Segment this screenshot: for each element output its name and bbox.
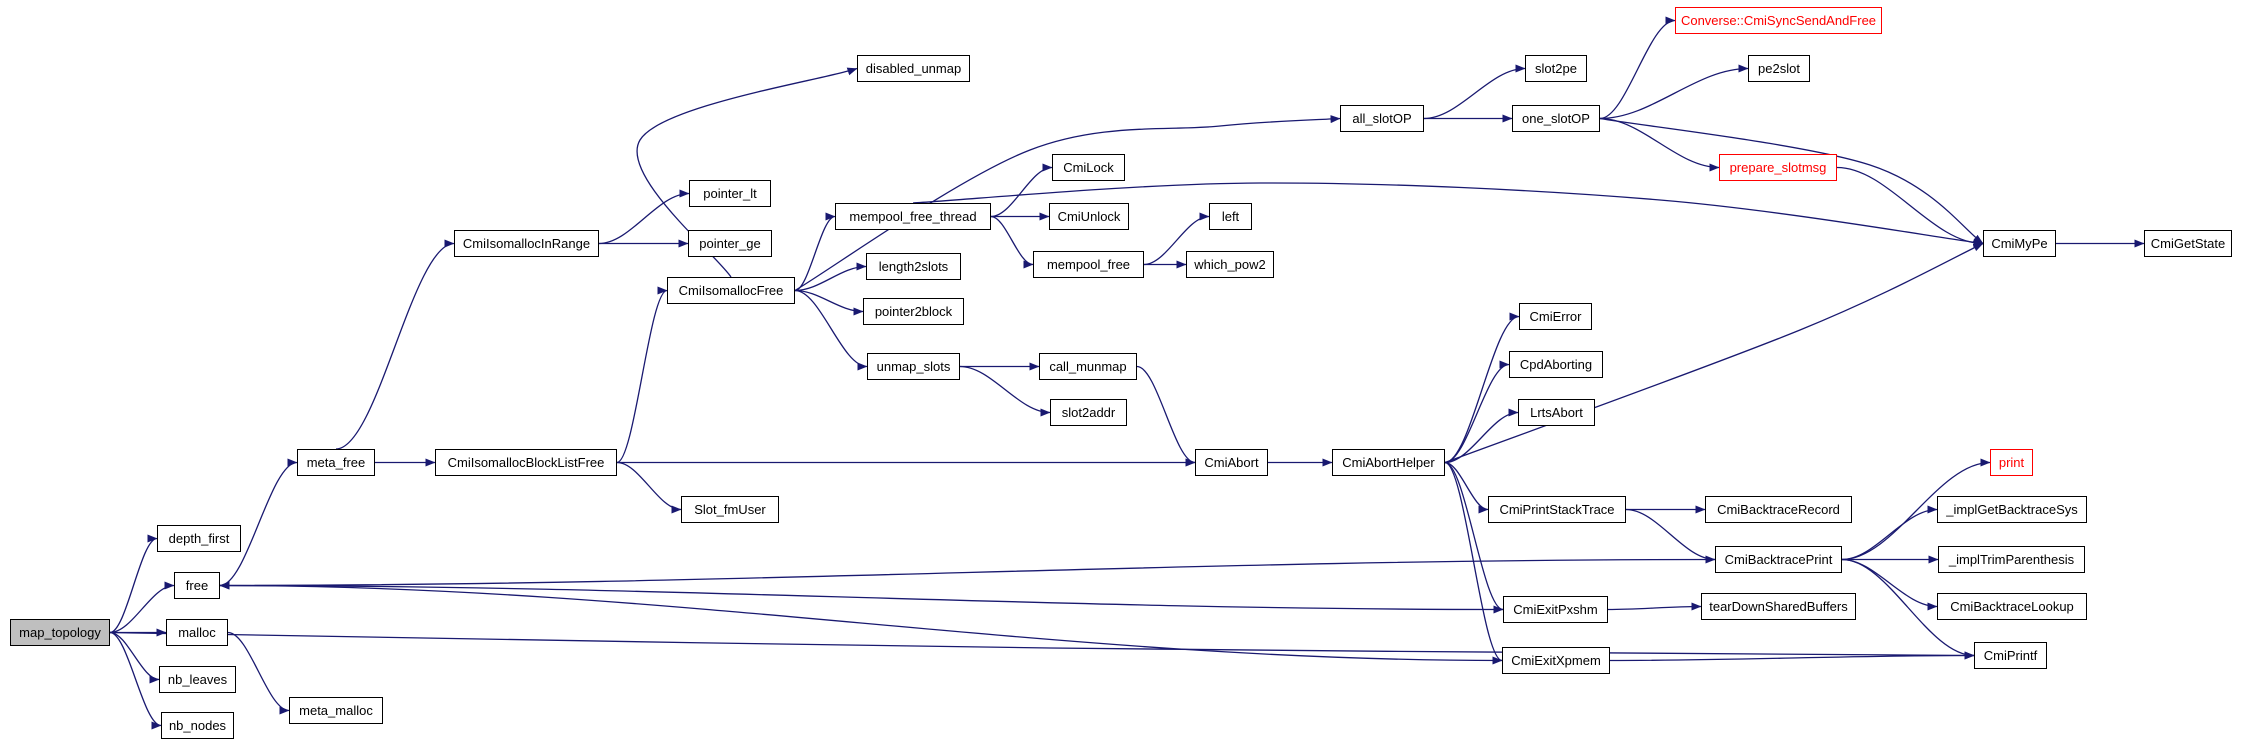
graph-edge-malloc-to-meta_malloc: [227, 631, 290, 715]
graph-node-meta_free[interactable]: meta_free: [297, 449, 375, 476]
graph-node-CmiMyPe[interactable]: CmiMyPe: [1983, 230, 2056, 257]
graph-node-CmiAbort[interactable]: CmiAbort: [1195, 449, 1268, 476]
graph-edge-map_topology-to-free: [109, 581, 175, 634]
graph-edge-one_slotOP-to-CmiSyncSendAndFree: [1599, 16, 1676, 120]
graph-edge-mempool_free_thread-to-CmiMyPe: [912, 182, 1984, 247]
graph-edge-CmiIsomallocFree-to-all_slotOP: [794, 115, 1341, 292]
graph-edge-CmiPrintStackTrace-to-CmiBacktracePrint: [1625, 508, 1716, 564]
graph-edge-mempool_free-to-left: [1143, 212, 1210, 266]
graph-node-length2slots[interactable]: length2slots: [866, 253, 961, 280]
graph-edge-map_topology-to-CmiPrintf: [109, 631, 1975, 660]
graph-node-nb_leaves[interactable]: nb_leaves: [159, 666, 236, 693]
graph-node-CmiBacktracePrint[interactable]: CmiBacktracePrint: [1715, 546, 1842, 573]
graph-edge-CmiAbortHelper-to-CmiError: [1444, 312, 1520, 464]
graph-edge-one_slotOP-to-CmiMyPe: [1599, 117, 1984, 245]
graph-node-depth_first[interactable]: depth_first: [157, 525, 241, 552]
graph-node-mempool_free_thread[interactable]: mempool_free_thread: [835, 203, 991, 230]
graph-edge-CmiAbortHelper-to-CmiExitPxshm: [1444, 461, 1504, 614]
graph-edge-meta_free-to-CmiIsomallocInRange: [335, 239, 455, 450]
graph-edge-CmiIsomallocBlockListFree-to-CmiIsomallocFree: [616, 286, 668, 464]
graph-node-CmiExitXpmem[interactable]: CmiExitXpmem: [1502, 647, 1610, 674]
graph-edge-all_slotOP-to-slot2pe: [1423, 64, 1526, 120]
graph-node-pe2slot[interactable]: pe2slot: [1748, 55, 1810, 82]
graph-node-unmap_slots[interactable]: unmap_slots: [867, 353, 960, 380]
graph-node-CmiIsomallocBlockListFree[interactable]: CmiIsomallocBlockListFree: [435, 449, 617, 476]
graph-node-left[interactable]: left: [1209, 203, 1252, 230]
graph-edge-CmiBacktracePrint-to-_implGetBacktraceSys: [1841, 505, 1938, 561]
graph-node-CmiIsomallocFree[interactable]: CmiIsomallocFree: [667, 277, 795, 304]
graph-node-map_topology[interactable]: map_topology: [10, 619, 110, 646]
graph-node-nb_nodes[interactable]: nb_nodes: [161, 712, 234, 739]
graph-node-call_munmap[interactable]: call_munmap: [1039, 353, 1137, 380]
graph-edge-CmiBacktracePrint-to-CmiBacktraceLookup: [1841, 558, 1938, 611]
graph-node-CmiPrintStackTrace[interactable]: CmiPrintStackTrace: [1488, 496, 1626, 523]
graph-node-CmiAbortHelper[interactable]: CmiAbortHelper: [1332, 449, 1445, 476]
graph-edge-CmiAbortHelper-to-CmiMyPe: [1444, 242, 1984, 464]
graph-edge-CmiIsomallocFree-to-pointer2block: [794, 289, 864, 316]
graph-node-pointer_lt[interactable]: pointer_lt: [689, 180, 771, 207]
graph-node-LrtsAbort[interactable]: LrtsAbort: [1518, 399, 1595, 426]
graph-edge-CmiAbortHelper-to-CpdAborting: [1444, 360, 1510, 464]
graph-node-slot2pe[interactable]: slot2pe: [1525, 55, 1587, 82]
graph-edge-one_slotOP-to-pe2slot: [1599, 64, 1749, 120]
graph-edge-prepare_slotmsg-to-CmiMyPe: [1836, 166, 1984, 248]
graph-edge-CmiBacktracePrint-to-CmiPrintf: [1841, 558, 1975, 660]
graph-edge-call_munmap-to-CmiAbort: [1136, 365, 1196, 467]
graph-edge-CmiIsomallocInRange-to-pointer_lt: [598, 189, 690, 245]
graph-edge-mempool_free_thread-to-CmiLock: [990, 163, 1053, 218]
graph-node-tearDownSharedBuffers[interactable]: tearDownSharedBuffers: [1701, 593, 1856, 620]
graph-node-one_slotOP[interactable]: one_slotOP: [1512, 105, 1600, 132]
graph-node-disabled_unmap[interactable]: disabled_unmap: [857, 55, 970, 82]
graph-node-print[interactable]: print: [1990, 449, 2033, 476]
graph-edge-CmiIsomallocFree-to-length2slots: [794, 262, 867, 292]
graph-node-CmiExitPxshm[interactable]: CmiExitPxshm: [1503, 596, 1608, 623]
graph-edge-CmiAbortHelper-to-LrtsAbort: [1444, 408, 1519, 464]
graph-edge-map_topology-to-depth_first: [109, 534, 158, 634]
graph-edge-free-to-meta_free: [219, 458, 298, 587]
graph-edge-map_topology-to-nb_leaves: [109, 631, 160, 684]
graph-edge-CmiIsomallocFree-to-unmap_slots: [794, 289, 868, 371]
graph-node-CmiIsomallocInRange[interactable]: CmiIsomallocInRange: [454, 230, 599, 257]
graph-edge-CmiExitXpmem-to-free: [219, 581, 1503, 662]
graph-edge-CmiExitXpmem-to-CmiPrintf: [1609, 651, 1975, 662]
graph-edge-map_topology-to-nb_nodes: [109, 631, 162, 730]
graph-node-pointer2block[interactable]: pointer2block: [863, 298, 964, 325]
graph-node-CmiSyncSendAndFree[interactable]: Converse::CmiSyncSendAndFree: [1675, 7, 1882, 34]
graph-node-CmiError[interactable]: CmiError: [1519, 303, 1592, 330]
graph-node-_implGetBacktraceSys[interactable]: _implGetBacktraceSys: [1937, 496, 2087, 523]
graph-edge-CmiIsomallocBlockListFree-to-Slot_fmUser: [616, 461, 682, 514]
graph-edge-CmiBacktracePrint-to-free: [219, 558, 1716, 590]
graph-node-which_pow2[interactable]: which_pow2: [1186, 251, 1274, 278]
graph-node-pointer_ge[interactable]: pointer_ge: [688, 230, 772, 257]
graph-node-prepare_slotmsg[interactable]: prepare_slotmsg: [1719, 154, 1837, 181]
graph-edge-CmiExitPxshm-to-free: [219, 581, 1504, 611]
graph-node-free[interactable]: free: [174, 572, 220, 599]
graph-node-_implTrimParenthesis[interactable]: _implTrimParenthesis: [1938, 546, 2085, 573]
graph-node-CmiUnlock[interactable]: CmiUnlock: [1049, 203, 1129, 230]
graph-node-CmiLock[interactable]: CmiLock: [1052, 154, 1125, 181]
graph-node-CmiBacktraceLookup[interactable]: CmiBacktraceLookup: [1937, 593, 2087, 620]
graph-node-CmiBacktraceRecord[interactable]: CmiBacktraceRecord: [1705, 496, 1852, 523]
graph-edge-one_slotOP-to-prepare_slotmsg: [1599, 117, 1720, 172]
graph-node-malloc[interactable]: malloc: [166, 619, 228, 646]
graph-edge-mempool_free_thread-to-mempool_free: [990, 215, 1034, 269]
graph-node-slot2addr[interactable]: slot2addr: [1050, 399, 1127, 426]
graph-edge-CmiExitPxshm-to-tearDownSharedBuffers: [1607, 602, 1702, 611]
graph-node-CpdAborting[interactable]: CpdAborting: [1509, 351, 1603, 378]
graph-node-CmiGetState[interactable]: CmiGetState: [2144, 230, 2232, 257]
graph-edge-unmap_slots-to-slot2addr: [959, 365, 1051, 417]
graph-node-Slot_fmUser[interactable]: Slot_fmUser: [681, 496, 779, 523]
graph-node-mempool_free[interactable]: mempool_free: [1033, 251, 1144, 278]
graph-node-CmiPrintf[interactable]: CmiPrintf: [1974, 642, 2047, 669]
graph-node-all_slotOP[interactable]: all_slotOP: [1340, 105, 1424, 132]
graph-node-meta_malloc[interactable]: meta_malloc: [289, 697, 383, 724]
